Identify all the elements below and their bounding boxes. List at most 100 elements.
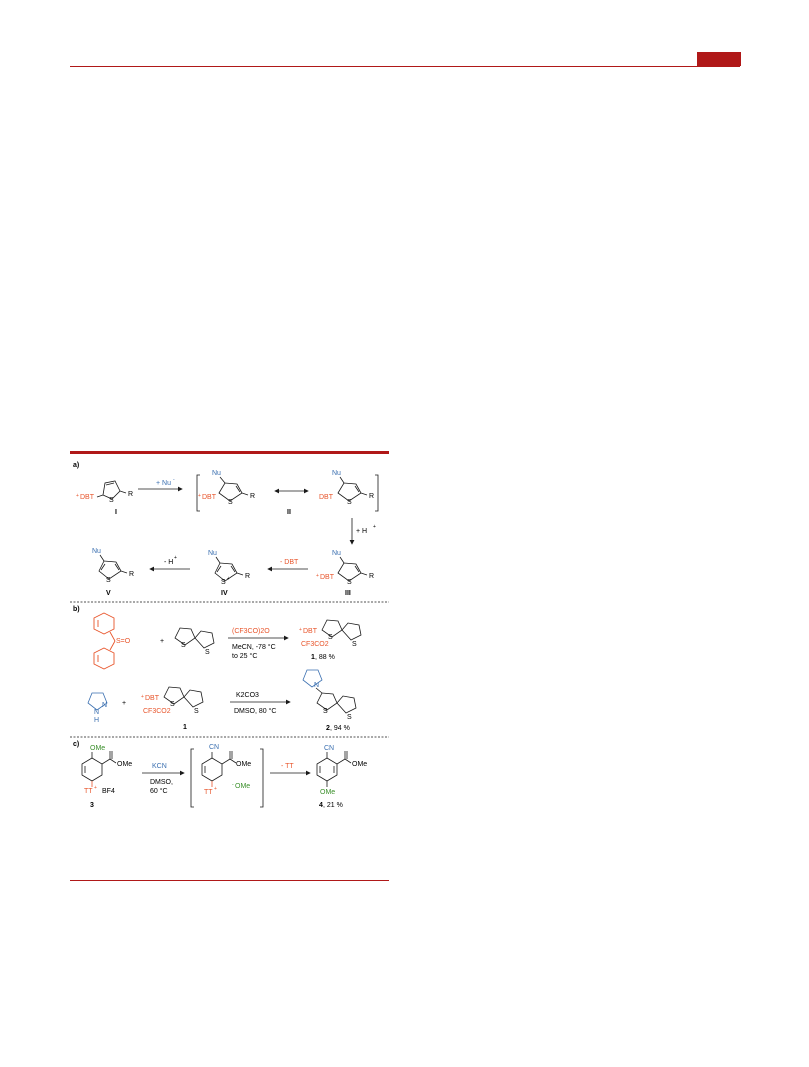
- cyano-label: CN: [209, 744, 219, 751]
- reagent-kcn: KCN: [152, 763, 167, 770]
- compound-II-resonance: Nu DBT S R: [319, 470, 374, 506]
- compound-II: Nu + DBT S R II: [198, 470, 291, 516]
- loss-tt-label: - TT: [281, 763, 294, 770]
- thianthrenium-label: TT: [204, 789, 213, 796]
- sulfur-label: S: [194, 708, 199, 715]
- nu-label: Nu: [92, 548, 101, 555]
- methoxy-label: OMe: [320, 789, 335, 796]
- dbt-plus-label: DBT: [202, 494, 217, 501]
- dibenzothiophene-oxide: [93, 612, 116, 670]
- condition-c-line1: DMSO,: [150, 779, 173, 786]
- compound-label-IV: IV: [221, 590, 228, 597]
- svg-text:-: -: [173, 477, 175, 483]
- svg-text:+: +: [316, 573, 319, 579]
- product-2: N S S 2 , 94 %: [302, 669, 357, 732]
- condition-2: DMSO, 80 °C: [234, 707, 276, 715]
- product-1-number: 1: [311, 654, 315, 661]
- arrow-lose-dbt-label: - DBT: [280, 559, 299, 566]
- compound-IV: Nu S + R IV: [208, 550, 250, 597]
- svg-text:+: +: [214, 786, 217, 792]
- compound-1-label: 1: [183, 724, 187, 731]
- sulfur-label: S: [328, 634, 333, 641]
- methoxy-label: OMe: [90, 745, 105, 752]
- cyano-label: CN: [324, 745, 334, 752]
- methoxide-label: OMe: [235, 783, 250, 790]
- panel-c: c) OMe OMe TT + BF4 3 KCN DMSO, 60 °C CN: [73, 741, 367, 809]
- panel-a-label: a): [73, 462, 79, 469]
- r-label: R: [128, 491, 133, 498]
- product-1: + DBT S S CF3CO2 1 , 88 %: [299, 619, 362, 661]
- sulfur-label: S: [181, 642, 186, 649]
- panel-c-label: c): [73, 741, 79, 748]
- compound-I: + DBT S R I: [76, 480, 133, 516]
- panel-b: b) S=O + S S (CF3CO)2O MeCN, -78 °C to 2…: [70, 606, 389, 738]
- product-4: CN OMe OMe 4 , 21 %: [316, 745, 367, 809]
- plus-sign: +: [160, 638, 164, 645]
- compound-label-III: III: [345, 590, 351, 597]
- nu-label: Nu: [208, 550, 217, 557]
- sulfur-label: S: [323, 708, 328, 715]
- ester-methoxy-label: OMe: [236, 761, 251, 768]
- thianthrenium-label: TT: [84, 788, 93, 795]
- panel-b-label: b): [73, 606, 80, 613]
- svg-text:+: +: [227, 576, 230, 582]
- product-2-yield: , 94 %: [330, 725, 350, 732]
- r-label: R: [369, 573, 374, 580]
- compound-3-label: 3: [90, 802, 94, 809]
- ester-methoxy-label: OMe: [117, 761, 132, 768]
- counterion-label: CF3CO2: [143, 708, 171, 715]
- bracket-right: [375, 474, 379, 512]
- nitrogen-label: N: [314, 682, 319, 689]
- dbt-plus-label: DBT: [303, 628, 318, 635]
- arrow-lose-proton-label: - H: [164, 559, 173, 566]
- dbt-plus-label: DBT: [80, 494, 95, 501]
- svg-text:+: +: [94, 785, 97, 791]
- arrow-add-nu-label: + Nu: [156, 480, 171, 487]
- r-label: R: [129, 571, 134, 578]
- dbt-plus-label: DBT: [320, 574, 335, 581]
- sulfur-label: S: [347, 714, 352, 721]
- compound-label-V: V: [106, 590, 111, 597]
- scheme-bottom-rule: [70, 880, 389, 881]
- header-tab: [697, 52, 741, 66]
- condition-c-line2: 60 °C: [150, 787, 168, 795]
- bracket-right: [260, 748, 264, 808]
- svg-text:-: -: [232, 782, 234, 788]
- intermediate: CN OMe TT + - OMe: [201, 744, 251, 796]
- svg-text:+: +: [174, 555, 177, 561]
- nu-label: Nu: [332, 470, 341, 477]
- condition-1-line2: to 25 °C: [232, 652, 257, 660]
- nh-hydrogen-label: H: [94, 717, 99, 724]
- dbt-plus-label: DBT: [145, 695, 160, 702]
- plus-sign: +: [122, 700, 126, 707]
- sulfur-label: S: [170, 701, 175, 708]
- nitrogen-label: N: [102, 702, 107, 709]
- compound-label-I: I: [115, 509, 117, 516]
- sulfur-label: S: [352, 641, 357, 648]
- nu-label: Nu: [212, 470, 221, 477]
- sulfonium-label: S: [221, 579, 226, 586]
- nu-label: Nu: [332, 550, 341, 557]
- svg-text:+: +: [141, 694, 144, 700]
- compound-III: Nu + DBT S R III: [316, 550, 374, 597]
- product-4-yield: , 21 %: [323, 802, 343, 809]
- r-label: R: [245, 573, 250, 580]
- svg-text:+: +: [198, 493, 201, 499]
- product-4-number: 4: [319, 802, 323, 809]
- r-label: R: [250, 493, 255, 500]
- panel-a: a) + DBT S R I + Nu - Nu + DBT S: [70, 462, 389, 603]
- svg-text:+: +: [299, 627, 302, 633]
- counterion-label: CF3CO2: [301, 641, 329, 648]
- tetrafluoroborate-label: BF4: [102, 788, 115, 795]
- base-reagent: K2CO3: [236, 692, 259, 699]
- scheme-top-rule: [70, 451, 389, 454]
- product-1-yield: , 88 %: [315, 654, 335, 661]
- r-label: R: [369, 493, 374, 500]
- compound-V: Nu S R V: [92, 548, 134, 597]
- reactant-1: + DBT S S CF3CO2 1: [141, 686, 204, 731]
- nh-nitrogen-label: N: [94, 709, 99, 716]
- reagent-anhydride: (CF3CO)2O: [232, 628, 270, 635]
- arrow-add-proton-label: + H: [356, 528, 367, 535]
- sulfur-label: S: [109, 497, 114, 504]
- sulfur-label: S: [205, 649, 210, 656]
